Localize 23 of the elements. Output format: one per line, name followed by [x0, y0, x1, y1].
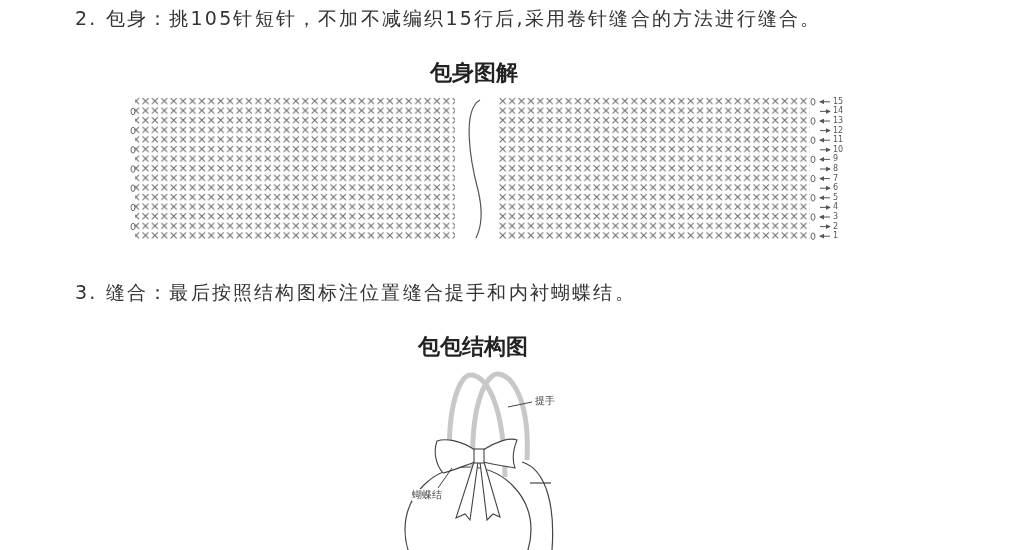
row-number: 3	[833, 212, 839, 222]
row-number: 14	[833, 106, 844, 116]
leader-line	[437, 467, 453, 489]
part-label: 提手	[535, 395, 555, 407]
row-number: 6	[833, 183, 839, 193]
row-number: 15	[833, 96, 844, 106]
row-number: 7	[833, 173, 839, 183]
instruction-text: 3. 缝合：最后按照结构图标注位置缝合提手和内衬蝴蝶结。	[75, 280, 636, 305]
row-number: 9	[833, 154, 839, 164]
row-number: 2	[833, 221, 839, 231]
row-number: 13	[833, 116, 844, 126]
chart-heading: 包身图解	[430, 59, 518, 87]
row-number: 10	[833, 144, 844, 154]
leader-line	[507, 401, 533, 408]
part-label: 蝴蝶结	[412, 489, 442, 501]
row-number: 1	[833, 231, 839, 242]
row-number: 5	[833, 192, 839, 202]
row-number: 8	[833, 164, 839, 174]
row-number: 4	[833, 202, 839, 212]
row-number: 12	[833, 125, 844, 135]
instruction-text: 2. 包身：挑105针短针，不加不减编织15行后,采用卷针缝合的方法进行缝合。	[75, 6, 822, 31]
diagram-heading: 包包结构图	[418, 333, 528, 361]
row-number: 11	[833, 135, 844, 145]
